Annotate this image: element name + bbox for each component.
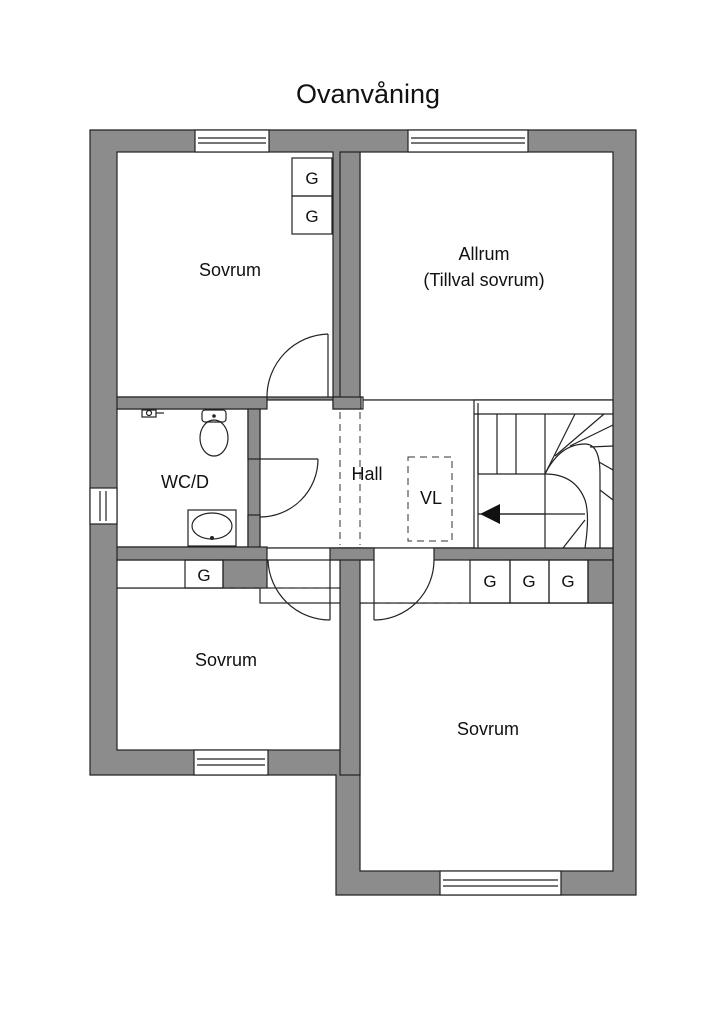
svg-text:G: G bbox=[197, 566, 210, 585]
window-bottom-right bbox=[439, 870, 562, 896]
door-bedroom-top-left bbox=[266, 333, 329, 398]
closet-bottom-right-3: G bbox=[548, 559, 589, 604]
wall-center-top bbox=[339, 151, 361, 403]
wall-center-jamb bbox=[329, 547, 375, 561]
svg-text:G: G bbox=[305, 169, 318, 188]
wall-wc-right-upper bbox=[247, 408, 261, 460]
svg-text:G: G bbox=[522, 572, 535, 591]
closet-bottom-left: G bbox=[184, 559, 224, 589]
wall-wc-top bbox=[116, 396, 268, 410]
window-top-right bbox=[407, 129, 529, 153]
vl-box bbox=[407, 456, 453, 542]
label-hall: Hall bbox=[351, 464, 382, 484]
svg-text:G: G bbox=[483, 572, 496, 591]
wall-center-bottom bbox=[339, 547, 361, 776]
room-bedroom-bottom-left bbox=[116, 587, 342, 751]
toilet-icon bbox=[199, 409, 229, 457]
label-allrum: Allrum bbox=[458, 244, 509, 264]
wall-wc-bottom bbox=[116, 546, 268, 561]
wall-bottom-right-top bbox=[587, 559, 614, 604]
label-bedroom-bottom-left: Sovrum bbox=[195, 650, 257, 670]
window-top-left bbox=[194, 129, 270, 153]
label-vl: VL bbox=[420, 488, 442, 508]
wall-closet-g-left-side bbox=[222, 559, 268, 589]
staircase bbox=[473, 399, 614, 549]
door-bedroom-bottom-left bbox=[267, 559, 331, 621]
closet-top-2: G bbox=[291, 195, 333, 235]
label-bedroom-bottom-right: Sovrum bbox=[457, 719, 519, 739]
wall-center-knee bbox=[332, 396, 362, 410]
door-bedroom-bottom-right bbox=[373, 559, 435, 621]
window-bottom-left bbox=[193, 749, 269, 776]
room-bedroom-top-left bbox=[116, 151, 334, 398]
plan-title: Ovanvåning bbox=[296, 79, 440, 109]
wall-wc-right-lower bbox=[247, 514, 261, 549]
stair-arrow-icon bbox=[480, 504, 500, 524]
tap-icon bbox=[141, 409, 164, 418]
room-wc bbox=[116, 408, 249, 548]
door-wc bbox=[259, 458, 319, 518]
label-allrum-sub: (Tillval sovrum) bbox=[423, 270, 544, 290]
window-wc bbox=[89, 487, 118, 525]
svg-text:G: G bbox=[305, 207, 318, 226]
label-wc: WC/D bbox=[161, 472, 209, 492]
wall-hall-right bbox=[433, 547, 614, 561]
sink-icon bbox=[187, 509, 237, 547]
svg-text:G: G bbox=[561, 572, 574, 591]
label-bedroom-top-left: Sovrum bbox=[199, 260, 261, 280]
